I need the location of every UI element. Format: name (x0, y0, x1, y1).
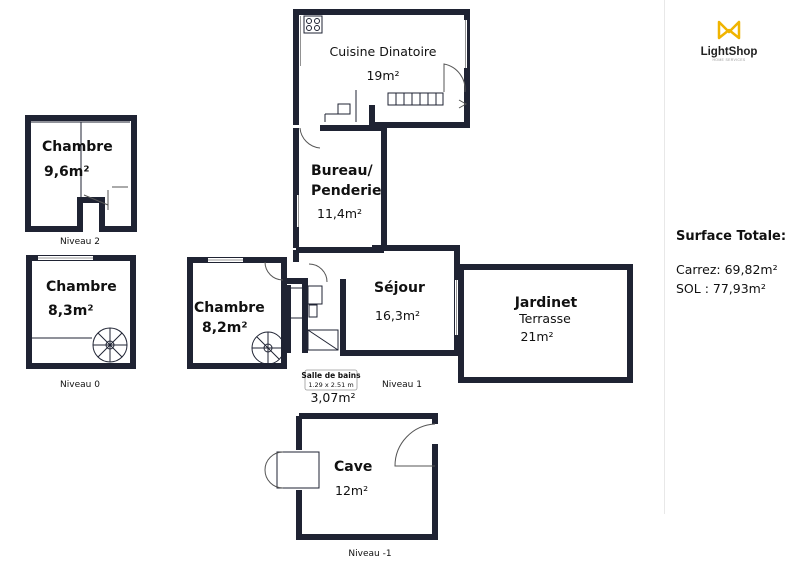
chambre-n2-name: Chambre (42, 139, 113, 155)
hatch-door-icon (276, 451, 320, 489)
chambre-n2-area: 9,6m² (44, 164, 90, 180)
stove-icon (303, 15, 323, 34)
surface-sol: SOL : 77,93m² (676, 281, 766, 296)
level-label-n0: Niveau 0 (60, 380, 100, 390)
door-swing (443, 63, 466, 93)
chambre-n1-name: Chambre (194, 300, 265, 316)
sidebar-divider (664, 0, 665, 514)
room-chambre-n0: Chambre 8,3m² Niveau 0 (26, 255, 136, 390)
room-bureau: Bureau/ Penderie 11,4m² (293, 125, 387, 248)
toilet-icon (307, 285, 323, 305)
cuisine-name: Cuisine Dinatoire (330, 44, 437, 59)
room-salle-de-bains: Salle de bains 1.29 x 2.51 m 3,07m² (285, 263, 361, 405)
brand-logo-icon (717, 20, 741, 40)
chambre-n0-area: 8,3m² (48, 303, 94, 319)
jardinet-name: Jardinet (514, 295, 578, 311)
brand-name: LightShop (700, 46, 758, 58)
bureau-area: 11,4m² (317, 206, 362, 221)
level-label-n2: Niveau 2 (60, 237, 100, 247)
sink-icon (308, 304, 318, 318)
door-swing (299, 127, 321, 149)
surface-total-title: Surface Totale: (676, 229, 787, 244)
dimension-tag (304, 369, 358, 391)
terrasse-name: Terrasse (518, 311, 571, 326)
room-chambre-n2: Chambre 9,6m² Niveau 2 (25, 115, 137, 247)
room-jardinet: Jardinet Terrasse 21m² (458, 264, 633, 383)
sejour-name: Séjour (374, 280, 425, 296)
cave-area: 12m² (335, 483, 368, 498)
entry-arrow-icon (458, 99, 468, 109)
brand-subtitle: HOME SERVICES (712, 58, 746, 62)
door-swing (264, 261, 284, 281)
jardinet-area: 21m² (520, 329, 553, 344)
stairs-icon (83, 186, 128, 210)
sejour-area: 16,3m² (375, 308, 420, 323)
sdb-dimensions: 1.29 x 2.51 m (308, 381, 353, 389)
shower-icon (307, 329, 339, 351)
chambre-n1-area: 8,2m² (202, 320, 248, 336)
stairs-icon (387, 92, 444, 106)
bureau-name-line1: Bureau/ (311, 163, 373, 179)
surface-carrez: Carrez: 69,82m² (676, 262, 778, 277)
room-sejour: Séjour 16,3m² Niveau 1 (293, 245, 460, 390)
chambre-n0-name: Chambre (46, 279, 117, 295)
cave-name: Cave (334, 459, 372, 475)
brand-logo: LightShop HOME SERVICES (697, 20, 761, 62)
room-cave: Cave 12m² Niveau -1 (264, 413, 439, 559)
room-chambre-n1: Chambre 8,2m² (187, 257, 287, 369)
room-cuisine: Cuisine Dinatoire 19m² (293, 9, 470, 128)
level-label-nm1: Niveau -1 (348, 549, 391, 559)
level-label-n1: Niveau 1 (382, 380, 422, 390)
sdb-name: Salle de bains (301, 371, 361, 380)
cuisine-area: 19m² (366, 68, 399, 83)
door-swing (308, 263, 328, 283)
bureau-name-line2: Penderie (311, 183, 381, 199)
sdb-area: 3,07m² (310, 390, 355, 405)
door-swing (394, 423, 436, 467)
